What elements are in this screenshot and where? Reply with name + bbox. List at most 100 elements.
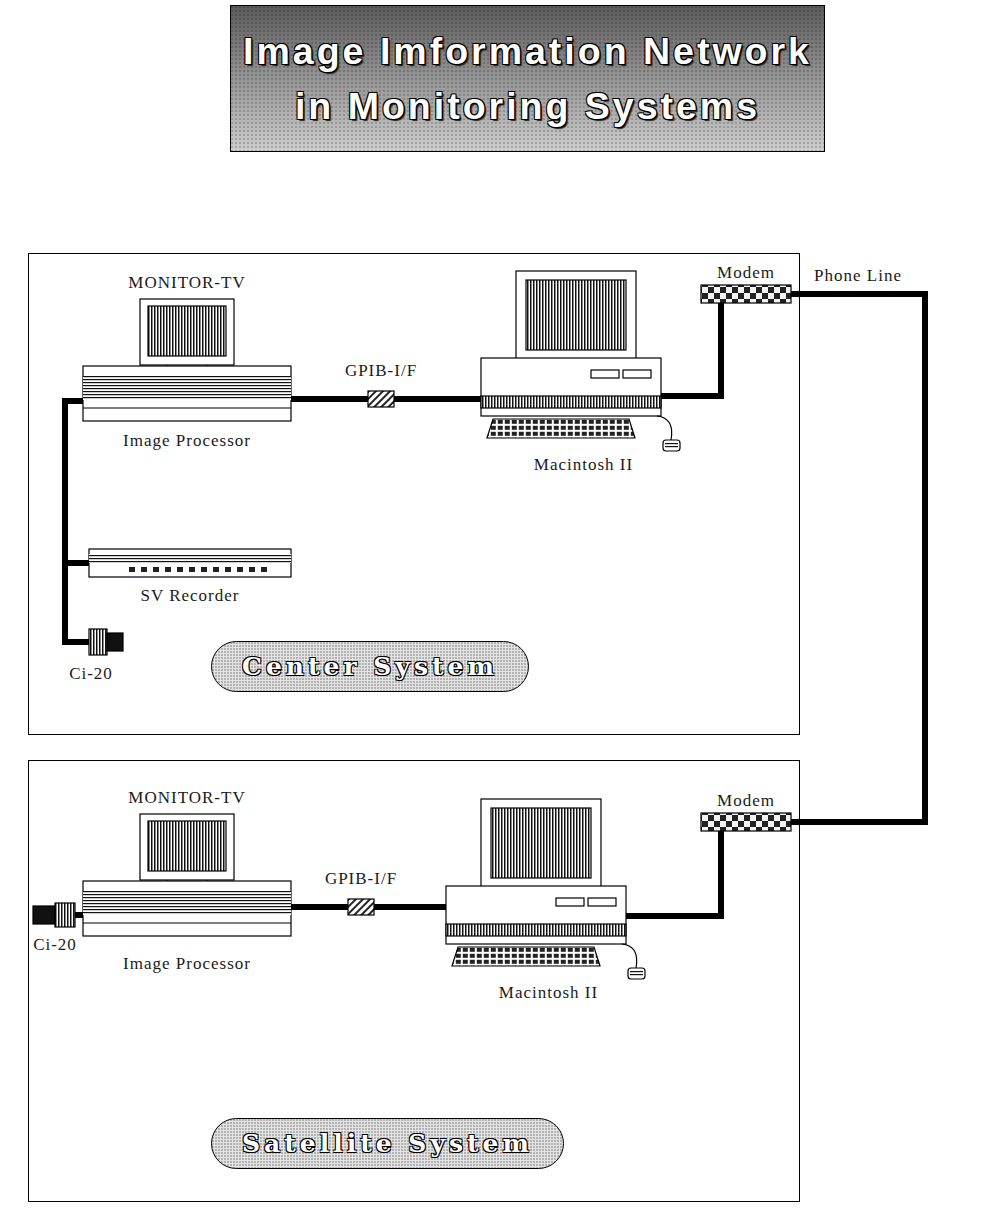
cable-line	[65, 401, 89, 642]
device-outline	[701, 813, 791, 831]
device-outline	[368, 391, 394, 407]
drawing-part	[83, 366, 291, 421]
device-label: Modem	[717, 791, 775, 811]
device-illustration	[441, 791, 656, 1006]
cable-line	[291, 396, 368, 402]
image-processor: MONITOR-TV Image Processor	[79, 271, 295, 461]
macintosh-computer: Macintosh II	[476, 263, 691, 478]
drawing-part	[665, 443, 678, 448]
device-label: Ci-20	[33, 935, 77, 955]
system-name-pill: Center System	[211, 641, 529, 692]
cable-line	[75, 912, 83, 918]
drawing-part	[630, 971, 643, 976]
drawing-part	[526, 280, 626, 350]
cable-line	[394, 396, 481, 402]
drawing-part	[55, 903, 75, 927]
drawing-part	[491, 808, 591, 878]
device-label: Macintosh II	[499, 983, 598, 1003]
drawing-part	[148, 306, 226, 356]
device-illustration	[85, 546, 295, 616]
drawing-part	[33, 906, 55, 924]
ci20-camera: Ci-20	[51, 626, 131, 688]
device-label: Image Processor	[123, 431, 251, 451]
gpib-interface: GPIB-I/F	[341, 361, 421, 411]
drawing-part	[141, 567, 147, 572]
device-label: Macintosh II	[534, 455, 633, 475]
drawing-part	[107, 633, 123, 651]
cable-line	[626, 831, 721, 916]
drawing-part	[83, 891, 291, 915]
drawing-part	[481, 799, 601, 889]
drawing-part	[623, 370, 651, 378]
drawing-part	[701, 285, 791, 303]
system-name-pill: Satellite System	[211, 1118, 564, 1169]
system-frame: Center System MONITOR-TV Image Processor GP…	[28, 253, 800, 735]
drawing-part	[225, 567, 231, 572]
drawing-part	[83, 376, 291, 400]
device-label: SV Recorder	[141, 586, 240, 606]
diagram-title: Image Imformation Network in Monitoring …	[243, 24, 812, 133]
drawing-part	[481, 396, 661, 408]
drawing-part	[83, 408, 291, 409]
drawing-part	[89, 549, 291, 577]
drawing-part	[148, 821, 226, 871]
ci20-camera: Ci-20	[31, 891, 79, 961]
drawing-part	[628, 968, 645, 979]
device-outline	[89, 549, 291, 577]
drawing-part	[189, 567, 195, 572]
device-outline	[701, 285, 791, 303]
device-label: GPIB-I/F	[345, 361, 417, 381]
drawing-part	[129, 567, 135, 572]
cable-line	[661, 303, 721, 396]
device-label: MONITOR-TV	[128, 273, 245, 293]
modem-box: Modem	[696, 791, 796, 833]
drawing-part	[213, 567, 219, 572]
drawing-part	[446, 924, 626, 936]
cable-line	[374, 904, 446, 910]
device-outline	[348, 899, 374, 915]
cable-line	[791, 294, 925, 822]
device-outline	[89, 629, 123, 655]
drawing-part	[701, 813, 791, 831]
drawing-part	[83, 923, 291, 924]
drawing-part	[481, 358, 661, 416]
drawing-part	[249, 567, 255, 572]
modem-box: Modem	[696, 263, 796, 305]
drawing-part	[663, 440, 680, 451]
device-outline	[33, 903, 75, 927]
title-banner: Image Imformation Network in Monitoring …	[230, 5, 825, 152]
drawing-part	[588, 898, 616, 906]
drawing-part	[622, 944, 637, 968]
drawing-part	[657, 416, 672, 440]
drawing-part	[556, 898, 584, 906]
device-outline	[446, 886, 626, 944]
drawing-part	[140, 814, 234, 880]
drawing-part	[452, 947, 600, 966]
drawing-part	[446, 886, 626, 944]
cable-line	[65, 401, 89, 563]
device-outline	[83, 366, 291, 421]
device-illustration	[476, 263, 691, 478]
drawing-part	[165, 567, 171, 572]
drawing-part	[516, 271, 636, 361]
drawing-part	[237, 567, 243, 572]
drawing-part	[348, 899, 374, 915]
device-label: GPIB-I/F	[325, 869, 397, 889]
sv-recorder: SV Recorder	[85, 546, 295, 616]
drawing-part	[591, 370, 619, 378]
image-processor: MONITOR-TV Image Processor	[79, 786, 295, 991]
device-label: Image Processor	[123, 954, 251, 974]
macintosh-computer: Macintosh II	[441, 791, 656, 1006]
device-label: Ci-20	[69, 664, 113, 684]
cable-line	[291, 904, 348, 910]
drawing-part	[368, 391, 394, 407]
drawing-part	[153, 567, 159, 572]
device-outline	[83, 881, 291, 936]
drawing-part	[83, 881, 291, 936]
device-label: MONITOR-TV	[128, 788, 245, 808]
drawing-part	[89, 554, 291, 563]
drawing-part	[140, 299, 234, 365]
system-frame: Satellite System MONITOR-TV Image Processo…	[28, 760, 800, 1202]
drawing-part	[261, 567, 267, 572]
